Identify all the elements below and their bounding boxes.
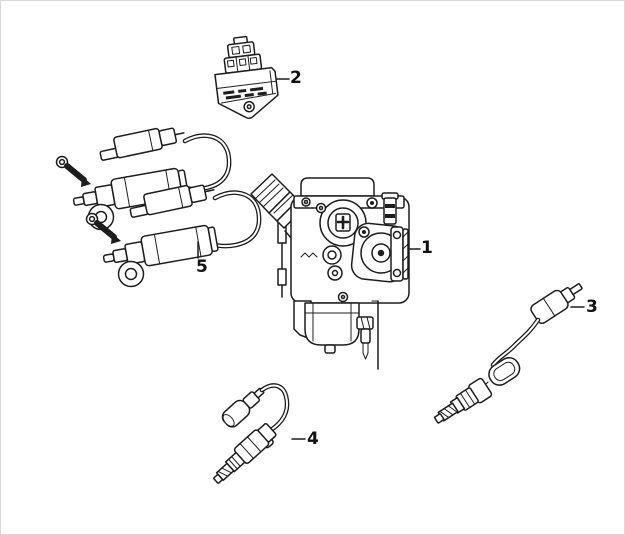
callout-label-1: 1 xyxy=(421,238,433,258)
callout-label-2: 2 xyxy=(290,68,302,88)
plug-cap-sensor-drawing xyxy=(213,383,290,484)
carburetor-assembly-drawing xyxy=(250,173,410,370)
callout-label-3: 3 xyxy=(586,297,598,317)
callout-label-4: 4 xyxy=(307,429,319,449)
callout-leader-lines xyxy=(197,78,585,440)
ignition-coil-set-drawing xyxy=(57,123,260,286)
callout-label-5: 5 xyxy=(196,257,208,277)
ecu-unit-drawing xyxy=(214,35,279,119)
sensor-cable-drawing xyxy=(433,283,583,424)
